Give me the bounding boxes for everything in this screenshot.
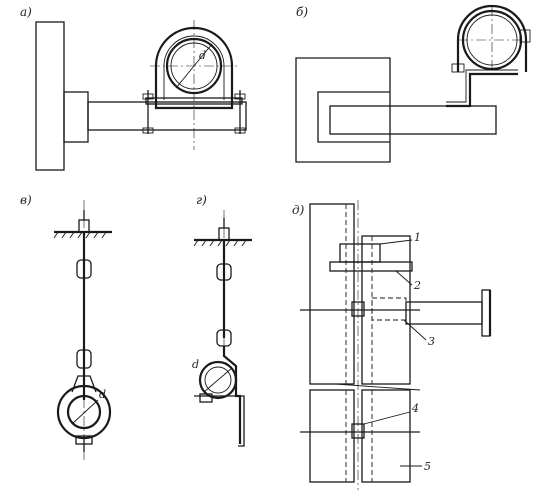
bolt-b-right (519, 29, 531, 43)
callout-5: 5 (424, 460, 431, 473)
break-line-d (335, 383, 421, 391)
callout-4: 4 (411, 402, 419, 415)
column-left-lower (309, 389, 355, 483)
panel-d-label: д) (292, 203, 305, 217)
concrete-embed-a (63, 91, 89, 143)
ceiling-hatch-g (193, 239, 247, 247)
column-left-upper (309, 203, 355, 385)
panel-v: в) d (20, 193, 112, 460)
concrete-embed-b (317, 91, 391, 143)
z-bracket-b (446, 72, 518, 108)
dashed-fitting-d (371, 297, 407, 321)
bolt-b-left (451, 63, 465, 73)
callout-2: 2 (413, 279, 421, 292)
bolt-a-left (142, 90, 154, 134)
panel-a-label: а) (20, 5, 32, 19)
panel-g: г) d (192, 193, 252, 447)
angle-support-g (194, 395, 245, 447)
dim-label-g: d (192, 358, 199, 371)
bracket-beam-b (329, 105, 497, 135)
pipe-v-inner (66, 394, 102, 430)
column-right-lower (361, 389, 411, 483)
callout-3: 3 (428, 335, 435, 348)
wall-d (481, 289, 491, 337)
callout-1: 1 (414, 231, 421, 244)
panel-v-label: в) (20, 193, 32, 207)
panel-b-label: б) (296, 5, 308, 19)
bolt-g (199, 393, 213, 403)
ceiling-hatch-v (53, 231, 107, 239)
pipe-b-inner (466, 14, 518, 66)
panel-g-label: г) (196, 193, 207, 207)
pipe-g (198, 360, 238, 400)
wall-a (35, 21, 65, 171)
beam-d (405, 301, 483, 325)
dim-label-v: d (99, 388, 106, 401)
dim-label-a: d (199, 49, 206, 62)
wall-b (295, 57, 391, 163)
item-2-plate (329, 261, 413, 272)
panel-d: д) 1 2 3 4 5 (292, 200, 492, 490)
panel-b: б) (295, 4, 531, 163)
saddle-inner-a (163, 35, 225, 100)
saddle-support-a (154, 26, 234, 110)
pipe-g-inner (204, 366, 232, 394)
bolt-a-right (234, 90, 246, 134)
panel-a: а) d (20, 5, 247, 171)
bracket-beam-a (87, 101, 247, 131)
